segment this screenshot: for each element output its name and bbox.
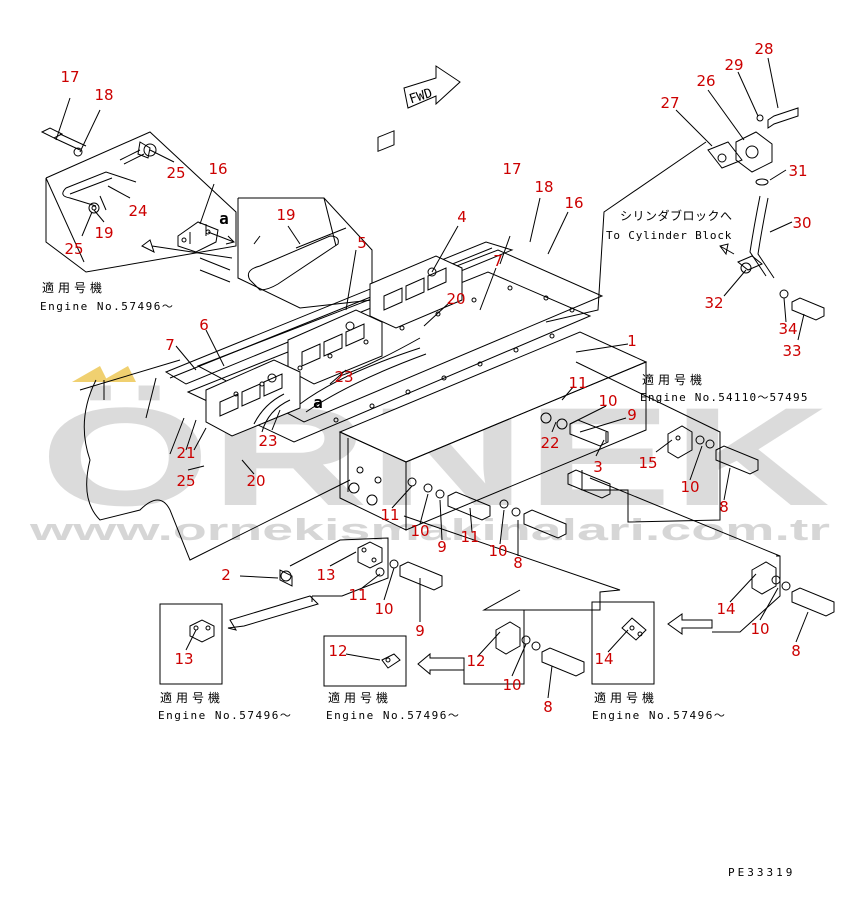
- callout-32: 32: [704, 294, 723, 312]
- callout-2: 2: [221, 566, 231, 584]
- callout-10: 10: [680, 478, 699, 496]
- plate-bolt-holes: [233, 285, 575, 423]
- callout-numbers: 17 18 25 16 24 19 25 19 5 4 17 18 16 7 2…: [60, 40, 811, 716]
- applicable-models-label: 適用号機: [594, 690, 658, 705]
- engine-number-range: Engine No.57496～: [158, 709, 292, 722]
- fwd-label: FWD: [407, 86, 434, 108]
- line-art: [40, 57, 835, 699]
- callout-11: 11: [460, 528, 479, 546]
- callout-30: 30: [792, 214, 811, 232]
- callout-10: 10: [598, 392, 617, 410]
- callout-11: 11: [568, 374, 587, 392]
- detail-a-label: a: [219, 209, 229, 228]
- callout-13: 13: [174, 650, 193, 668]
- injector-housings: [205, 130, 463, 437]
- applicable-models-label: 適用号機: [328, 690, 392, 705]
- callout-34: 34: [778, 320, 797, 338]
- callout-9: 9: [415, 622, 425, 640]
- callout-12: 12: [328, 642, 347, 660]
- engine-number-range: Engine No.57496～: [40, 300, 174, 313]
- callout-18: 18: [534, 178, 553, 196]
- callout-25: 25: [166, 164, 185, 182]
- detail-box-12: [323, 635, 407, 687]
- callout-8: 8: [543, 698, 553, 716]
- callout-24: 24: [128, 202, 147, 220]
- drawing-code: PE33319: [728, 866, 795, 879]
- callout-7: 7: [165, 336, 175, 354]
- callout-27: 27: [660, 94, 679, 112]
- callout-10: 10: [502, 676, 521, 694]
- engine-number-range: Engine No.54110～57495: [640, 391, 809, 404]
- detail-box-13: [159, 603, 223, 685]
- callout-4: 4: [457, 208, 467, 226]
- drawing-annotations: FWD a a 適用号機 Engine No.57496～ 適用号機 Engin…: [40, 86, 809, 879]
- callout-14: 14: [716, 600, 735, 618]
- detail-a-label: a: [313, 393, 323, 412]
- applicable-models-label: 適用号機: [42, 280, 106, 295]
- callout-12: 12: [466, 652, 485, 670]
- applicable-models-label: 適用号機: [642, 372, 706, 387]
- callout-8: 8: [513, 554, 523, 572]
- callout-11: 11: [380, 506, 399, 524]
- engine-number-range: Engine No.57496～: [326, 709, 460, 722]
- callout-26: 26: [696, 72, 715, 90]
- leader-lines: [55, 57, 809, 699]
- callout-17: 17: [60, 68, 79, 86]
- applicable-models-label: 適用号機: [160, 690, 224, 705]
- callout-10: 10: [750, 620, 769, 638]
- callout-31: 31: [788, 162, 807, 180]
- callout-20: 20: [246, 472, 265, 490]
- callout-9: 9: [627, 406, 637, 424]
- callout-13: 13: [316, 566, 335, 584]
- callout-21: 21: [176, 444, 195, 462]
- fwd-arrow-icon: [403, 65, 461, 109]
- callout-8: 8: [791, 642, 801, 660]
- callout-10: 10: [488, 542, 507, 560]
- engine-number-range: Engine No.57496～: [592, 709, 726, 722]
- callout-10: 10: [374, 600, 393, 618]
- callout-9: 9: [437, 538, 447, 556]
- detail-box-14: [591, 601, 655, 685]
- callout-20: 20: [446, 290, 465, 308]
- callout-14: 14: [594, 650, 613, 668]
- callout-18: 18: [94, 86, 113, 104]
- callout-29: 29: [724, 56, 743, 74]
- callout-16: 16: [208, 160, 227, 178]
- callout-15: 15: [638, 454, 657, 472]
- callout-28: 28: [754, 40, 773, 58]
- callout-19: 19: [276, 206, 295, 224]
- callout-7: 7: [493, 252, 503, 270]
- callout-23: 23: [334, 368, 353, 386]
- callout-25: 25: [176, 472, 195, 490]
- callout-6: 6: [199, 316, 209, 334]
- callout-23: 23: [258, 432, 277, 450]
- callout-11: 11: [348, 586, 367, 604]
- callout-22: 22: [540, 434, 559, 452]
- callout-16: 16: [564, 194, 583, 212]
- to-cylinder-block-jp: シリンダブロックへ: [620, 208, 733, 223]
- callout-19: 19: [94, 224, 113, 242]
- watermark-url: www.ornekismakinalari.com.tr: [28, 512, 830, 547]
- callout-3: 3: [593, 458, 603, 476]
- callout-33: 33: [782, 342, 801, 360]
- callout-25: 25: [64, 240, 83, 258]
- fasteners-right: [279, 412, 611, 587]
- callout-10: 10: [410, 522, 429, 540]
- callout-8: 8: [719, 498, 729, 516]
- callout-1: 1: [627, 332, 637, 350]
- to-cylinder-block-en: To Cylinder Block: [606, 229, 732, 242]
- callout-5: 5: [357, 234, 367, 252]
- callout-17: 17: [502, 160, 521, 178]
